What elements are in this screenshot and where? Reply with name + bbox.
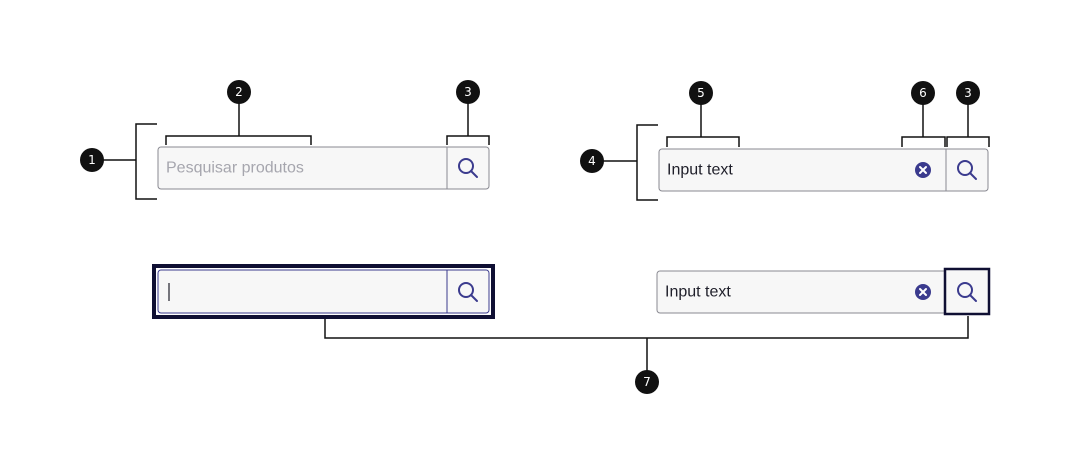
svg-text:5: 5 — [697, 86, 705, 100]
bracket-6 — [901, 136, 946, 147]
svg-text:1: 1 — [88, 153, 96, 167]
search-icon[interactable] — [957, 282, 977, 302]
focus-ring — [152, 264, 495, 319]
search-value: Input text — [667, 162, 733, 179]
svg-text:4: 4 — [588, 154, 596, 168]
bracket-4 — [636, 124, 658, 201]
bracket-5 — [666, 136, 740, 147]
bracket-7 — [324, 316, 969, 339]
clear-icon[interactable] — [915, 162, 931, 178]
search-bar-empty: Pesquisar produtos — [157, 146, 490, 190]
search-bar-filled: Input text — [658, 148, 989, 192]
bracket-3b — [946, 136, 990, 147]
search-bar-focused — [152, 264, 495, 319]
svg-text:2: 2 — [235, 85, 243, 99]
search-input-filled[interactable] — [658, 148, 989, 192]
clear-icon[interactable] — [915, 284, 931, 300]
callout-6: 6 — [911, 81, 935, 105]
search-input-empty[interactable] — [157, 146, 490, 190]
bracket-2 — [165, 135, 312, 145]
bracket-3a — [446, 135, 490, 145]
bracket-1 — [135, 123, 157, 200]
callout-3a: 3 — [456, 80, 480, 104]
search-placeholder: Pesquisar produtos — [166, 160, 304, 177]
callout-1: 1 — [80, 148, 104, 172]
search-value-2: Input text — [665, 284, 731, 301]
search-bar-button-focused: Input text — [656, 267, 991, 316]
search-icon[interactable] — [458, 158, 478, 178]
search-icon[interactable] — [458, 282, 478, 302]
callout-2: 2 — [227, 80, 251, 104]
search-input-focused[interactable] — [157, 269, 490, 314]
callout-5: 5 — [689, 81, 713, 105]
svg-text:6: 6 — [919, 86, 927, 100]
callout-3b: 3 — [956, 81, 980, 105]
callout-7: 7 — [635, 370, 659, 394]
svg-text:3: 3 — [464, 85, 472, 99]
search-button-focused[interactable] — [943, 267, 991, 316]
search-icon[interactable] — [957, 160, 977, 180]
svg-text:3: 3 — [964, 86, 972, 100]
callout-4: 4 — [580, 149, 604, 173]
svg-text:7: 7 — [643, 375, 651, 389]
